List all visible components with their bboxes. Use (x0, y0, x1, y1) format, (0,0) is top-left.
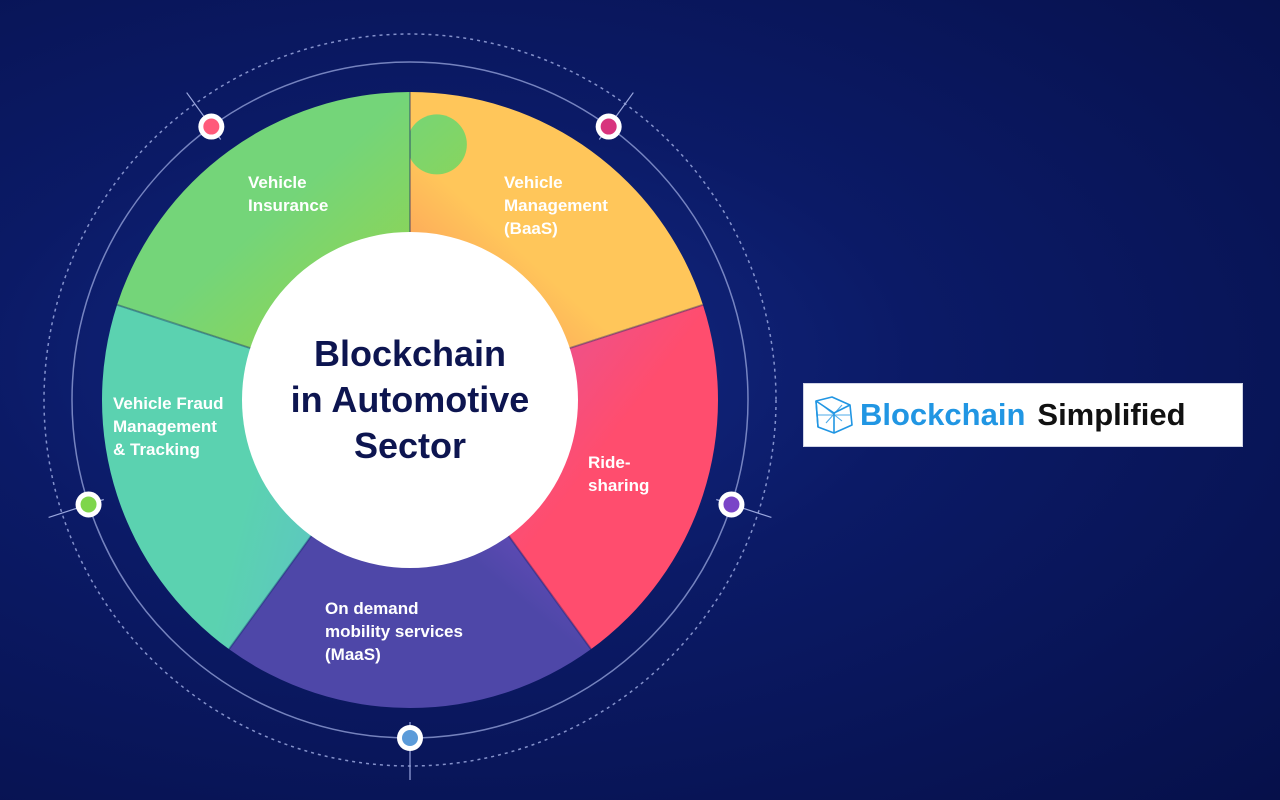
segment-insurance (410, 92, 703, 349)
center-title-line: Blockchain (314, 333, 506, 374)
label-line: sharing (588, 476, 649, 495)
brand-word-simplified: Simplified (1037, 397, 1186, 432)
label-line: Management (113, 417, 217, 436)
label-line: Vehicle (248, 173, 307, 192)
label-line: Insurance (248, 196, 328, 215)
segment-ridesharing (228, 534, 592, 709)
label-line: & Tracking (113, 440, 200, 459)
ring-markers (75, 113, 745, 751)
segment-management (507, 304, 718, 650)
label-mobility: On demand mobility services (MaaS) (325, 599, 463, 664)
center-title-line: in Automotive (291, 379, 530, 420)
center-circle (242, 232, 578, 568)
segment-mobility (101, 304, 313, 650)
label-line: On demand (325, 599, 419, 618)
brand-word-blockchain: Blockchain (860, 397, 1026, 432)
blockchain-cube-logo-icon (815, 396, 853, 434)
label-line: (MaaS) (325, 645, 381, 664)
marker-dot-inner (203, 118, 220, 135)
segment-fraud-knob (406, 114, 467, 175)
label-line: (BaaS) (504, 219, 558, 238)
label-line: Ride- (588, 453, 631, 472)
center-title-line: Sector (354, 425, 466, 466)
label-line: Management (504, 196, 608, 215)
marker-dot-inner (80, 496, 97, 513)
marker-dot-inner (402, 730, 418, 746)
label-line: Vehicle (504, 173, 563, 192)
label-ridesharing: Ride-sharing (588, 453, 649, 495)
marker-dot-inner (600, 118, 617, 135)
marker-dot-inner (723, 496, 740, 513)
label-line: Vehicle Fraud (113, 394, 224, 413)
label-line: mobility services (325, 622, 463, 641)
segment-fraud (117, 92, 411, 349)
puzzle-ring (101, 92, 718, 709)
brand-logo-box: Blockchain Simplified (803, 383, 1243, 447)
